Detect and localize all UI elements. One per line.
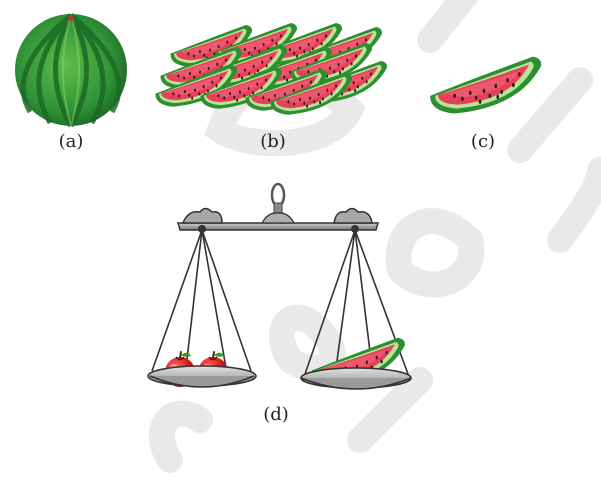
caption-a: (a) [58, 131, 84, 152]
whole-watermelon-icon [15, 13, 127, 128]
watermelon-slices-pile-icon [155, 22, 387, 115]
caption-d: (d) [263, 404, 289, 425]
caption-c: (c) [470, 131, 496, 152]
balance-scale-icon [147, 182, 412, 390]
caption-b: (b) [260, 131, 286, 152]
watermelon-slice-icon [430, 56, 542, 114]
